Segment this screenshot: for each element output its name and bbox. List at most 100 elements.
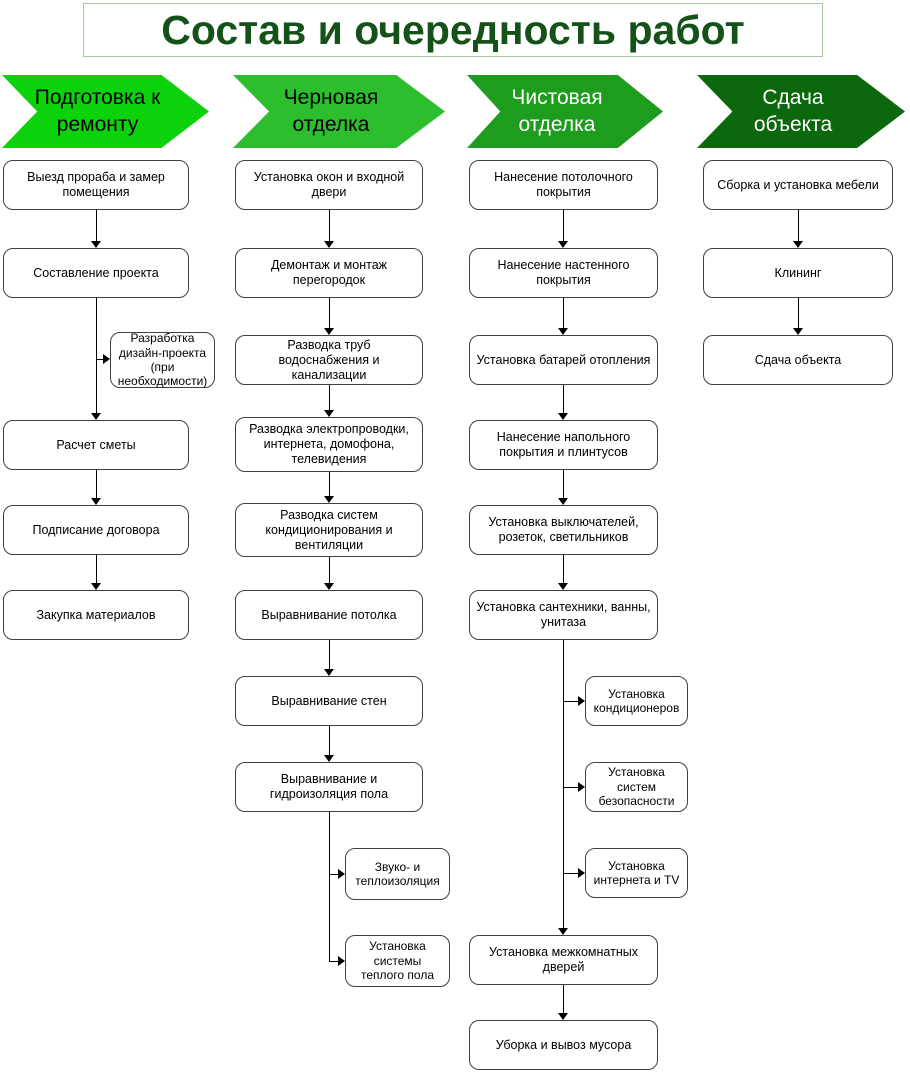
arrowhead-down-icon — [558, 498, 568, 505]
flow-node: Подписание договора — [3, 505, 189, 555]
flow-node: Выравнивание и гидроизоляция пола — [235, 762, 423, 812]
connector-line — [563, 210, 564, 241]
flow-node-label: Установка систем безопасности — [598, 765, 675, 809]
page-title-box: Состав и очередность работ — [83, 3, 823, 57]
flow-node-label: Нанесение настенного покрытия — [497, 258, 630, 287]
arrowhead-down-icon — [793, 328, 803, 335]
stage-header-chernovaya-otdelka: Черновая отделка — [233, 75, 445, 148]
flow-node-label: Закупка материалов — [36, 607, 156, 622]
flow-node: Выравнивание потолка — [235, 590, 423, 640]
flow-node-label: Клининг — [774, 265, 822, 280]
flow-side-node: Установка системы теплого пола — [345, 935, 450, 987]
flow-node-label: Разводка систем кондиционирования и вент… — [265, 507, 393, 552]
connector-line — [563, 787, 578, 788]
arrowhead-down-icon — [558, 241, 568, 248]
stage-label: Сдача объекта — [753, 86, 833, 136]
connector-line — [798, 210, 799, 241]
flow-node-label: Установка выключателей, розеток, светиль… — [488, 515, 639, 544]
flow-node: Установка выключателей, розеток, светиль… — [469, 505, 658, 555]
flow-node: Разводка систем кондиционирования и вент… — [235, 503, 423, 557]
flow-node: Установка окон и входной двери — [235, 160, 423, 210]
connector-line — [96, 359, 103, 360]
arrowhead-down-icon — [324, 496, 334, 503]
flow-node-label: Разработка дизайн-проекта (при необходим… — [117, 331, 208, 389]
connector-line — [96, 555, 97, 583]
connector-line — [329, 385, 330, 410]
connector-line — [96, 298, 97, 413]
stage-header-chistovaya-otdelka: Чистовая отделка — [467, 75, 663, 148]
arrowhead-down-icon — [91, 583, 101, 590]
arrowhead-down-icon — [558, 413, 568, 420]
connector-line — [329, 210, 330, 241]
connector-line — [329, 298, 330, 328]
arrowhead-down-icon — [91, 241, 101, 248]
arrowhead-down-icon — [324, 241, 334, 248]
flow-node-label: Установка кондиционеров — [593, 686, 680, 715]
flow-node-label: Составление проекта — [33, 265, 159, 280]
flow-node-label: Подписание договора — [32, 522, 160, 537]
flow-side-node: Звуко- и теплоизоляция — [345, 848, 450, 900]
stage-label: Чистовая отделка — [511, 86, 603, 136]
connector-line — [563, 385, 564, 413]
flow-node-label: Нанесение потолочного покрытия — [494, 170, 633, 199]
flow-node-label: Разводка труб водоснабжения и канализаци… — [278, 337, 380, 382]
connector-line — [329, 557, 330, 583]
flow-node: Уборка и вывоз мусора — [469, 1020, 658, 1070]
flow-node: Выравнивание стен — [235, 676, 423, 726]
flow-node-label: Звуко- и теплоизоляция — [355, 859, 440, 888]
flow-node-label: Сборка и установка мебели — [717, 177, 879, 192]
stage-label: Черновая отделка — [283, 86, 379, 136]
arrowhead-down-icon — [793, 241, 803, 248]
arrowhead-down-icon — [558, 1013, 568, 1020]
flow-node-label: Установка межкомнатных дверей — [489, 945, 638, 974]
arrowhead-down-icon — [324, 669, 334, 676]
arrowhead-down-icon — [558, 583, 568, 590]
connector-line — [563, 470, 564, 498]
flow-node: Разводка электропроводки, интернета, дом… — [235, 417, 423, 472]
flow-node: Составление проекта — [3, 248, 189, 298]
arrowhead-right-icon — [578, 868, 585, 878]
arrowhead-down-icon — [558, 928, 568, 935]
flow-node-label: Нанесение напольного покрытия и плинтусо… — [496, 430, 631, 459]
connector-line — [563, 555, 564, 583]
flow-side-node: Установка кондиционеров — [585, 676, 688, 726]
flow-node-label: Установка окон и входной двери — [253, 170, 405, 199]
flow-node: Разводка труб водоснабжения и канализаци… — [235, 335, 423, 385]
stage-header-sdacha-obekta: Сдача объекта — [697, 75, 905, 148]
connector-line — [329, 812, 330, 961]
connector-line — [96, 470, 97, 498]
arrowhead-down-icon — [324, 328, 334, 335]
flow-node-label: Демонтаж и монтаж перегородок — [270, 258, 388, 287]
flow-node: Закупка материалов — [3, 590, 189, 640]
connector-line — [563, 873, 578, 874]
connector-line — [563, 701, 578, 702]
flow-node: Нанесение настенного покрытия — [469, 248, 658, 298]
page-title: Состав и очередность работ — [161, 6, 745, 53]
flow-node: Нанесение напольного покрытия и плинтусо… — [469, 420, 658, 470]
flow-node-label: Расчет сметы — [56, 437, 136, 452]
connector-line — [798, 298, 799, 328]
arrowhead-right-icon — [338, 869, 345, 879]
flow-node: Установка батарей отопления — [469, 335, 658, 385]
connector-line — [329, 726, 330, 755]
flow-node-label: Выравнивание потолка — [261, 607, 397, 622]
flow-side-node: Установка интернета и TV — [585, 848, 688, 898]
arrowhead-right-icon — [578, 782, 585, 792]
flow-node-label: Уборка и вывоз мусора — [495, 1037, 632, 1052]
flow-node: Нанесение потолочного покрытия — [469, 160, 658, 210]
flow-node-label: Установка батарей отопления — [476, 352, 651, 367]
arrowhead-down-icon — [91, 413, 101, 420]
connector-line — [329, 961, 338, 962]
flow-node-label: Установка интернета и TV — [593, 858, 680, 887]
flow-node: Установка межкомнатных дверей — [469, 935, 658, 985]
flow-node: Выезд прораба и замер помещения — [3, 160, 189, 210]
flow-side-node: Разработка дизайн-проекта (при необходим… — [110, 331, 215, 389]
flow-node: Клининг — [703, 248, 893, 298]
arrowhead-right-icon — [578, 696, 585, 706]
connector-line — [96, 210, 97, 241]
flow-side-node: Установка систем безопасности — [585, 762, 688, 812]
flow-node: Демонтаж и монтаж перегородок — [235, 248, 423, 298]
stage-header-podgotovka-k-remontu: Подготовка к ремонту — [2, 75, 209, 148]
flow-node-label: Выезд прораба и замер помещения — [27, 170, 165, 199]
